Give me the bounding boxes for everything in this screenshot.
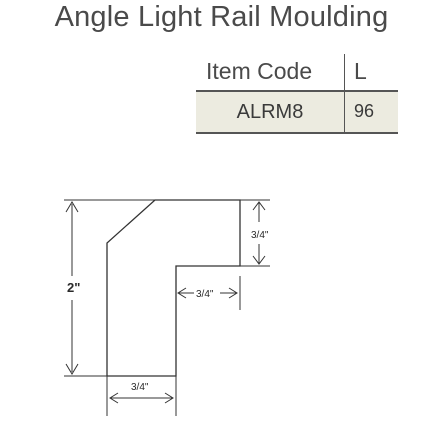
table-row: ALRM8 96 bbox=[196, 90, 398, 134]
header-divider bbox=[344, 54, 345, 90]
middle-dimension bbox=[177, 276, 241, 310]
top-leg-dimension bbox=[252, 201, 266, 265]
bottom-dimension bbox=[109, 392, 174, 404]
middle-label: 3/4" bbox=[196, 289, 214, 300]
item-code-header: Item Code bbox=[206, 58, 313, 84]
height-label: 2" bbox=[67, 280, 80, 295]
height-dimension bbox=[65, 201, 79, 375]
moulding-profile bbox=[106, 199, 241, 377]
spec-table: Item Code L ALRM8 96 bbox=[196, 54, 398, 134]
extension-lines bbox=[64, 199, 270, 416]
row-divider bbox=[344, 92, 345, 132]
length-cell: 96 bbox=[354, 101, 375, 121]
bottom-label: 3/4" bbox=[131, 382, 149, 393]
top-leg-label: 3/4" bbox=[251, 230, 269, 241]
item-code-cell: ALRM8 bbox=[236, 101, 304, 123]
page-title: Angle Light Rail Moulding bbox=[54, 1, 389, 33]
length-header: L bbox=[354, 58, 367, 84]
spec-table-header: Item Code L bbox=[196, 54, 398, 90]
